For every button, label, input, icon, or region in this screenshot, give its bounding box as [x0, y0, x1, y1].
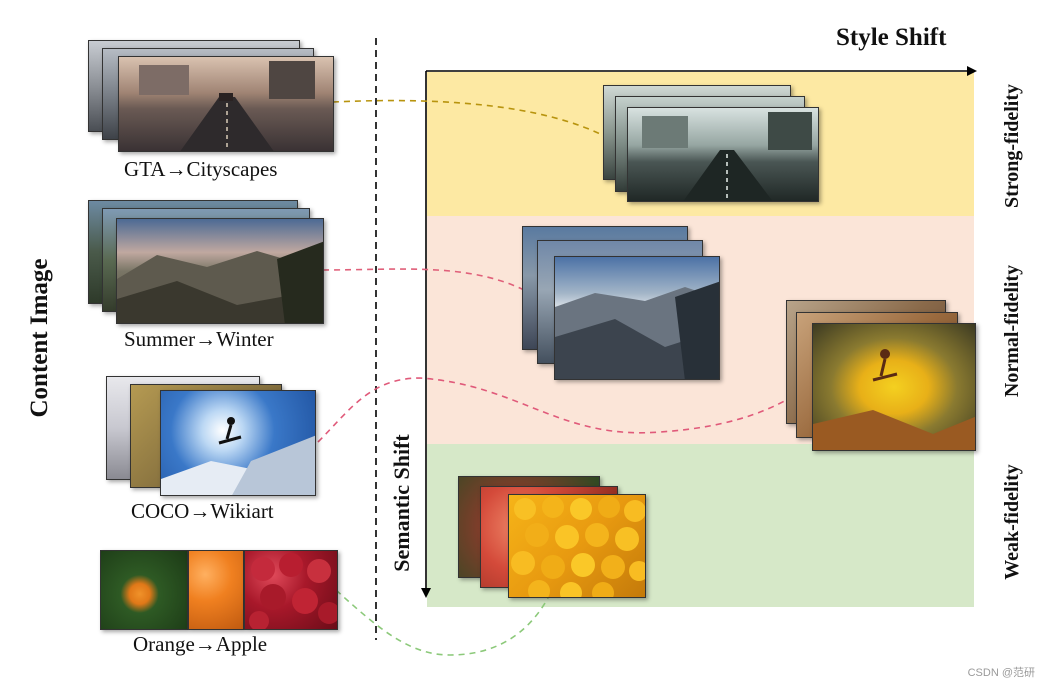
orange-image-1: [100, 550, 188, 630]
wikiart-result: [812, 323, 976, 451]
gta-link: [333, 101, 612, 140]
content-image-title: Content Image: [24, 258, 56, 418]
summer-image: [116, 218, 324, 324]
coco-caption: COCO→Wikiart: [131, 499, 274, 524]
cityscapes-result: [627, 107, 819, 202]
orange-image-2: [188, 550, 244, 630]
summer-caption: Summer→Winter: [124, 327, 274, 352]
gta-caption: GTA→Cityscapes: [124, 157, 277, 182]
orange-caption: Orange→Apple: [133, 632, 267, 657]
weak-fidelity-label: Weak-fidelity: [999, 462, 1025, 582]
style-shift-title: Style Shift: [836, 24, 946, 52]
winter-result: [554, 256, 720, 380]
semantic-shift-title: Semantic Shift: [388, 428, 416, 578]
watermark: CSDN @范研: [968, 664, 1035, 680]
strong-fidelity-label: Strong-fidelity: [999, 76, 1025, 216]
gta-image: [118, 56, 334, 152]
orange-link: [336, 590, 548, 655]
coco-image: [160, 390, 316, 496]
fruit-result: [508, 494, 646, 598]
normal-fidelity-label: Normal-fidelity: [999, 256, 1025, 406]
apple-image: [244, 550, 338, 630]
